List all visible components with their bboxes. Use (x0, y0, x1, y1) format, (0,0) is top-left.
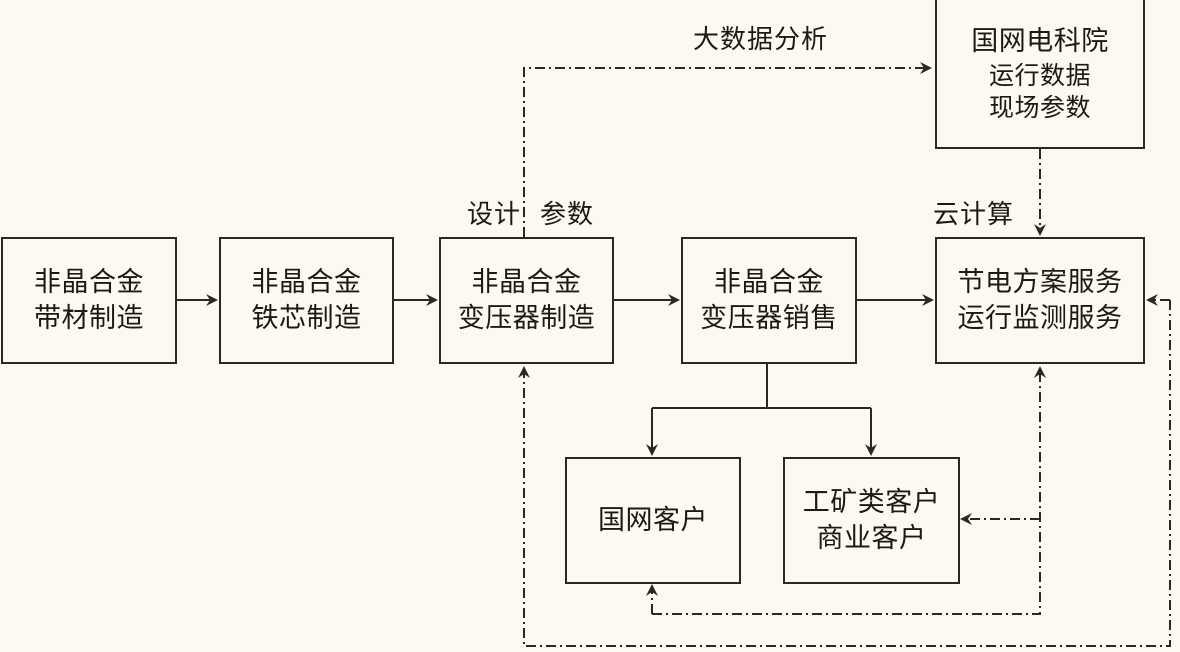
node-text: 非晶合金 (714, 266, 824, 298)
node-research-institute: 国网电科院 运行数据 现场参数 (935, 0, 1145, 149)
node-text: 铁芯制造 (251, 302, 362, 334)
node-text: 变压器制造 (457, 302, 596, 334)
node-service: 节电方案服务 运行监测服务 (935, 237, 1145, 364)
node-state-grid-customer: 国网客户 (565, 457, 741, 584)
node-text: 带材制造 (34, 302, 144, 334)
label-design: 设计 (467, 200, 522, 230)
node-text: 非晶合金 (251, 266, 362, 298)
big-data-path (523, 62, 932, 237)
node-text: 工矿类客户 (802, 486, 941, 518)
label-parameters: 参数 (540, 200, 595, 230)
monitoring-return-path (652, 366, 1046, 615)
node-text: 非晶合金 (471, 266, 582, 298)
node-text: 变压器销售 (700, 302, 838, 334)
node-text: 非晶合金 (34, 266, 144, 298)
node-transformer-manufacturing: 非晶合金 变压器制造 (439, 237, 614, 364)
node-text: 节电方案服务 (957, 266, 1123, 298)
node-text: 商业客户 (816, 522, 927, 554)
node-amorphous-ribbon: 非晶合金 带材制造 (1, 237, 177, 364)
node-text: 运行监测服务 (957, 302, 1123, 334)
node-text: 国网客户 (598, 504, 708, 536)
node-text: 现场参数 (988, 92, 1091, 122)
node-transformer-sales: 非晶合金 变压器销售 (681, 237, 857, 364)
node-amorphous-core: 非晶合金 铁芯制造 (219, 237, 394, 364)
node-text: 运行数据 (988, 60, 1091, 90)
label-big-data: 大数据分析 (693, 25, 829, 55)
node-industrial-commercial-customer: 工矿类客户 商业客户 (783, 457, 960, 584)
outer-loop-to-manufacturing (518, 300, 1171, 647)
node-text: 国网电科院 (971, 25, 1109, 57)
label-cloud: 云计算 (933, 200, 1015, 230)
